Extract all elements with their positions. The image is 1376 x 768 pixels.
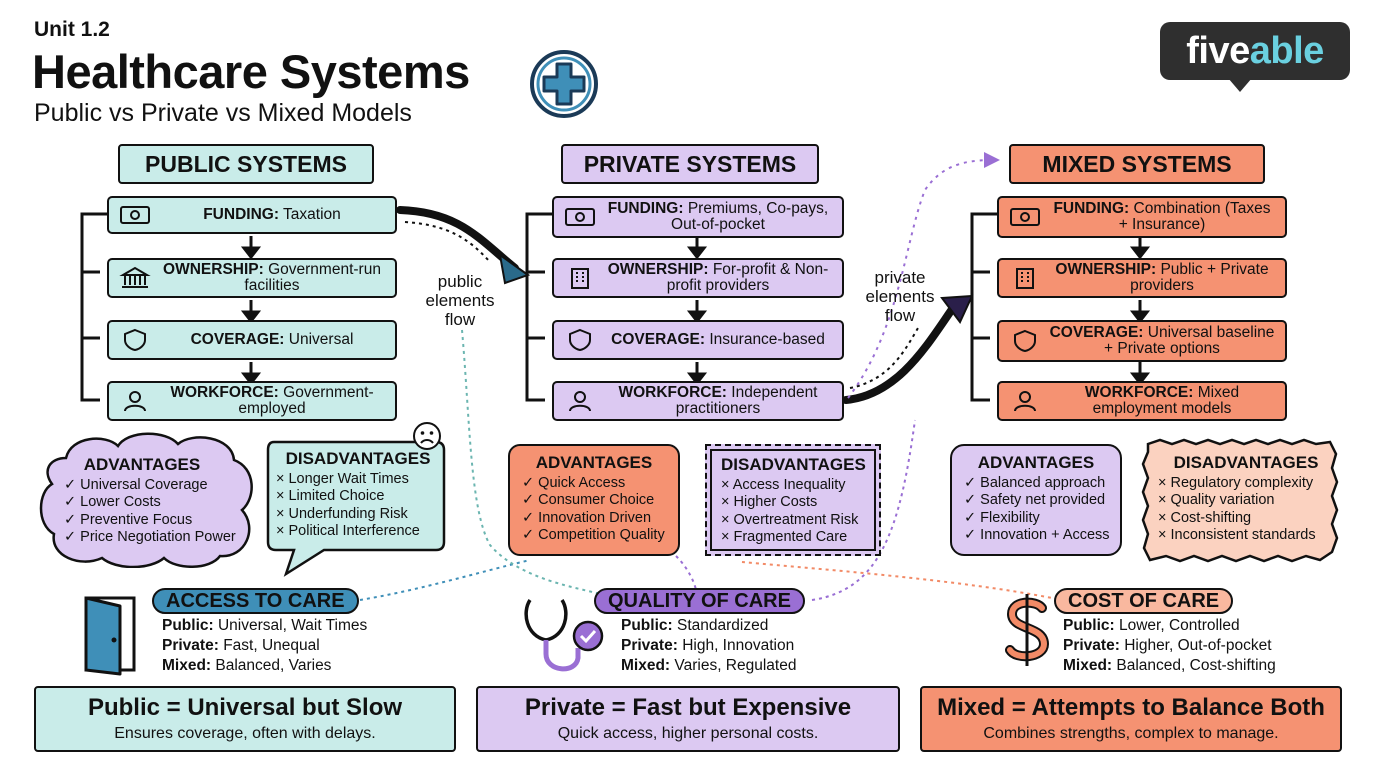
mixed-coverage-box: COVERAGE: Universal baseline + Private o…: [997, 320, 1287, 362]
list-item: × Overtreatment Risk: [721, 511, 859, 528]
list-item: × Political Interference: [276, 523, 420, 539]
list-item: ✓ Universal Coverage: [64, 476, 208, 493]
public-flow-dots: [404, 221, 491, 263]
list-item: × Longer Wait Times: [276, 470, 409, 487]
list-item: × Fragmented Care: [721, 529, 848, 545]
public-elements-flow-label: public elements flow: [425, 272, 495, 329]
public-workforce-box: WORKFORCE: Government-employed: [107, 381, 397, 421]
quality-of-care-title: QUALITY OF CARE: [594, 588, 805, 614]
medical-cross-icon: [530, 50, 598, 118]
office-building-icon: [1016, 268, 1034, 289]
quality-of-care-lines: Public: Standardized Private: High, Inno…: [621, 617, 797, 674]
money-icon: [565, 208, 595, 226]
shield-icon: [569, 328, 591, 352]
list-item: ✓ Price Negotiation Power: [64, 529, 236, 545]
list-item: ✓ Safety net provided: [964, 492, 1106, 508]
list-item: × Access Inequality: [721, 476, 846, 493]
mixed-summary-box: Mixed = Attempts to Balance Both Combine…: [920, 686, 1342, 752]
access-to-care-title: ACCESS TO CARE: [152, 588, 359, 614]
mixed-advantages-panel: ADVANTAGES ✓ Balanced approach ✓ Safety …: [950, 444, 1122, 556]
person-icon: [1014, 391, 1036, 412]
unit-label: Unit 1.2: [34, 18, 110, 41]
list-item: × Underfunding Risk: [276, 505, 408, 522]
open-door-icon: [84, 596, 136, 676]
public-flow-arrow: [396, 206, 519, 272]
public-summary-box: Public = Universal but Slow Ensures cove…: [34, 686, 456, 752]
cost-of-care-title: COST OF CARE: [1054, 588, 1234, 614]
private-coverage-box: COVERAGE: Insurance-based: [552, 320, 844, 360]
mixed-ownership-box: OWNERSHIP: Public + Private providers: [997, 258, 1287, 298]
public-systems-header: PUBLIC SYSTEMS: [118, 144, 374, 184]
list-item: × Cost-shifting: [1158, 509, 1252, 526]
private-elements-flow-label: private elements flow: [865, 268, 935, 325]
list-item: ✓ Innovation Driven: [522, 509, 652, 526]
private-advantages-panel: ADVANTAGES ✓ Quick Access ✓ Consumer Cho…: [508, 444, 680, 556]
page-subtitle: Public vs Private vs Mixed Models: [34, 99, 412, 127]
mixed-funding-box: FUNDING: Combination (Taxes + Insurance): [997, 196, 1287, 238]
page-title: Healthcare Systems: [32, 45, 470, 98]
public-bracket: [80, 212, 107, 402]
public-summary-headline: Public = Universal but Slow: [87, 694, 403, 721]
list-item: ✓ Lower Costs: [64, 494, 161, 510]
list-item: ✓ Competition Quality: [522, 527, 665, 543]
public-advantages-panel: ADVANTAGES ✓ Universal Coverage ✓ Lower …: [64, 456, 250, 547]
private-systems-header: PRIVATE SYSTEMS: [561, 144, 819, 184]
public-coverage-box: COVERAGE: Universal: [107, 320, 397, 360]
mixed-bracket: [970, 212, 997, 402]
public-summary-sub: Ensures coverage, often with delays.: [114, 725, 376, 742]
list-item: × Quality variation: [1158, 492, 1275, 508]
public-funding-box: FUNDING: Taxation: [107, 196, 397, 234]
public-disadvantages-panel: DISADVANTAGES × Longer Wait Times × Limi…: [276, 450, 440, 541]
list-item: × Inconsistent standards: [1158, 527, 1316, 543]
person-icon: [124, 391, 146, 412]
list-item: ✓ Balanced approach: [964, 474, 1106, 491]
mixed-summary-headline: Mixed = Attempts to Balance Both: [937, 694, 1325, 721]
access-to-care-lines: Public: Universal, Wait Times Private: F…: [162, 617, 368, 674]
dotted-quality-line: [675, 555, 697, 591]
office-building-icon: [571, 268, 589, 289]
public-ownership-box: OWNERSHIP: Government-run facilities: [107, 258, 397, 298]
mixed-systems-header: MIXED SYSTEMS: [1009, 144, 1265, 184]
list-item: × Regulatory complexity: [1158, 474, 1314, 491]
person-icon: [569, 391, 591, 412]
private-summary-sub: Quick access, higher personal costs.: [557, 725, 819, 742]
mixed-workforce-box: WORKFORCE: Mixed employment models: [997, 381, 1287, 421]
mixed-summary-sub: Combines strengths, complex to manage.: [983, 725, 1279, 742]
private-funding-box: FUNDING: Premiums, Co-pays, Out-of-pocke…: [552, 196, 844, 238]
private-ownership-box: OWNERSHIP: For-profit & Non-profit provi…: [552, 258, 844, 298]
mixed-disadvantages-badge-shape: [1141, 438, 1339, 563]
dollar-sign-icon: [1005, 594, 1050, 666]
list-item: ✓ Flexibility: [964, 509, 1040, 526]
list-item: ✓ Consumer Choice: [522, 492, 655, 508]
list-item: ✓ Quick Access: [522, 474, 626, 491]
private-disadvantages-panel: DISADVANTAGES × Access Inequality × High…: [705, 444, 881, 556]
private-workforce-box: WORKFORCE: Independent practitioners: [552, 381, 844, 421]
public-disadvantages-bubble-shape: [266, 440, 446, 577]
money-icon: [120, 206, 150, 224]
private-flow-dots: [849, 327, 919, 389]
private-summary-box: Private = Fast but Expensive Quick acces…: [476, 686, 900, 752]
cost-of-care-lines: Public: Lower, Controlled Private: Highe…: [1063, 617, 1276, 674]
list-item: ✓ Preventive Focus: [64, 511, 193, 528]
mixed-disadvantages-panel: DISADVANTAGES × Regulatory complexity × …: [1158, 454, 1334, 545]
list-item: × Limited Choice: [276, 488, 385, 504]
private-summary-headline: Private = Fast but Expensive: [524, 694, 852, 721]
list-item: × Higher Costs: [721, 494, 818, 510]
public-advantages-cloud-shape: [39, 432, 253, 568]
private-bracket: [525, 212, 552, 402]
money-icon: [1010, 208, 1040, 226]
shield-icon: [124, 328, 146, 352]
stethoscope-icon: [524, 599, 604, 672]
list-item: ✓ Innovation + Access: [964, 527, 1110, 543]
logo-tail: [1228, 78, 1252, 92]
government-building-icon: [119, 266, 151, 288]
shield-icon: [1014, 329, 1036, 353]
sad-face-icon: [413, 422, 441, 450]
